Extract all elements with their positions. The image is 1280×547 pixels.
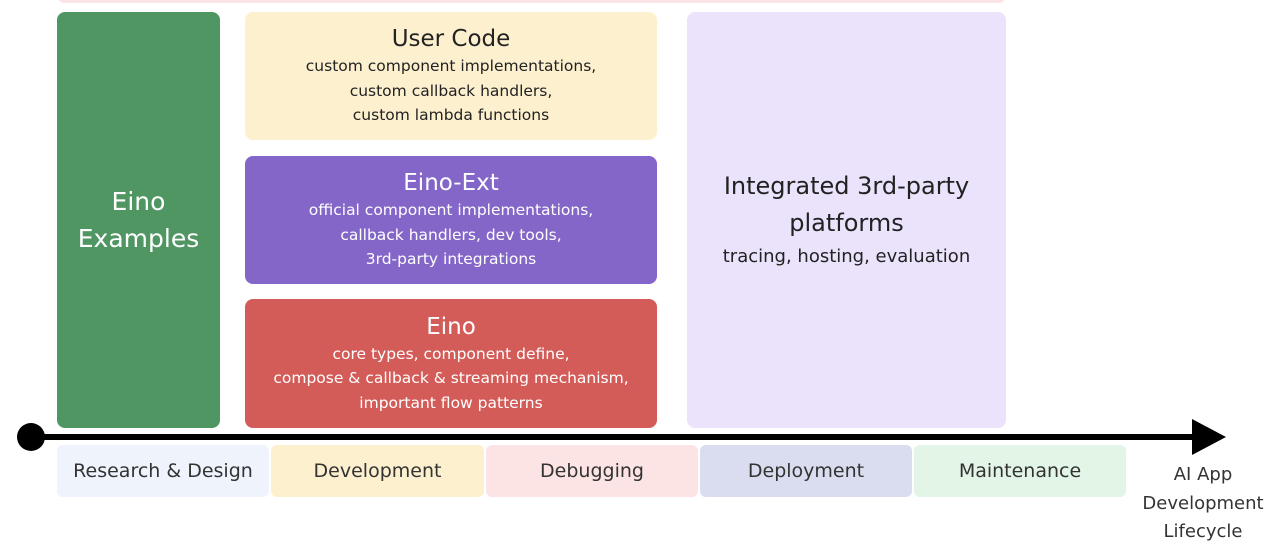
eino-line: compose & callback & streaming mechanism… [273, 369, 629, 388]
eino-line: important flow patterns [359, 393, 543, 412]
platforms-box: Integrated 3rd-party platforms tracing, … [687, 12, 1006, 428]
axis-label-line: Development [1142, 492, 1264, 514]
eino-line: core types, component define, [332, 344, 570, 363]
axis-label-line: AI App [1173, 464, 1233, 485]
user-code-line: custom callback handlers, [349, 81, 553, 100]
user-code-line: custom lambda functions [352, 106, 550, 125]
phase-research-design: Research & Design [57, 445, 269, 497]
eino-ext-box: Eino-Ext official component implementati… [245, 156, 657, 284]
arrow-head-icon [1192, 419, 1226, 455]
platforms-title-1: Integrated 3rd-party [723, 172, 970, 200]
eino-box: Eino core types, component define, compo… [245, 299, 657, 428]
examples-title-1: Eino [111, 187, 166, 216]
eino-ext-line: callback handlers, dev tools, [340, 225, 562, 244]
phase-development: Development [271, 445, 484, 497]
user-code-line: custom component implementations, [305, 57, 597, 76]
examples-title-2: Examples [77, 224, 200, 253]
phase-deployment: Deployment [700, 445, 912, 497]
user-code-box: User Code custom component implementatio… [245, 12, 657, 140]
phase-maintenance: Maintenance [914, 445, 1126, 497]
eino-ext-line: 3rd-party integrations [365, 250, 537, 269]
eino-examples-box: Eino Examples [57, 12, 220, 428]
eino-ext-line: official component implementations, [308, 201, 594, 220]
eino-ext-title: Eino-Ext [403, 170, 499, 197]
axis-label-line: Lifecycle [1163, 521, 1243, 542]
phase-debugging: Debugging [486, 445, 698, 497]
user-code-title: User Code [391, 26, 511, 53]
eino-title: Eino [426, 313, 476, 340]
platforms-subtitle: tracing, hosting, evaluation [722, 246, 971, 267]
top-strip [58, 0, 1005, 3]
platforms-title-2: platforms [789, 209, 904, 237]
lifecycle-axis [17, 419, 1226, 455]
axis-label: AI App Development Lifecycle [1135, 461, 1271, 547]
